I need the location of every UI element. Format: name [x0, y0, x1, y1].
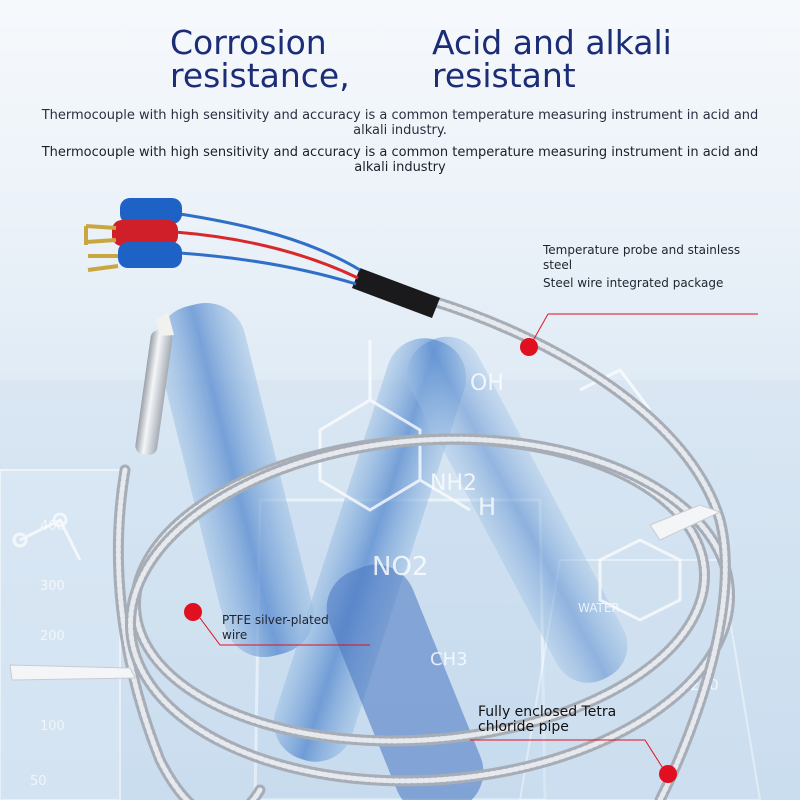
test-tube-4: [326, 564, 484, 800]
beaker-left: [0, 469, 121, 800]
callout-dot: [659, 765, 677, 783]
chem-formula-sketch: NO2 NH2 H CH3 OH: [372, 371, 504, 670]
chem-label: NO2: [372, 552, 428, 582]
subtitle-primary: Thermocouple with high sensitivity and a…: [41, 108, 759, 138]
chem-label: OH: [470, 371, 504, 396]
label-probe-steel: Temperature probe and stainless steel: [543, 243, 740, 273]
thermocouple-product: [9, 198, 736, 800]
chem-label: NH2: [430, 471, 477, 496]
scale-mark: 50: [30, 774, 47, 789]
cable-tie: [9, 504, 722, 681]
scale-mark: 300: [40, 579, 65, 594]
label-line: steel: [543, 258, 573, 272]
braided-cable: [112, 294, 736, 800]
callout-probe: [520, 313, 758, 356]
headline-line: Corrosion: [170, 23, 327, 62]
subtitle-secondary: Thermocouple with high sensitivity and a…: [41, 145, 759, 175]
headline-line: resistant: [432, 56, 576, 95]
label-line: chloride pipe: [478, 719, 569, 735]
scale-mark: 200: [40, 629, 65, 644]
scale-mark: 400: [40, 519, 65, 534]
chem-label: CH3: [430, 649, 468, 670]
headline-corrosion: Corrosion resistance,: [170, 26, 350, 92]
label-ptfe-wire: PTFE silver-plated wire: [222, 613, 329, 643]
label-line: wire: [222, 628, 248, 642]
label-tetra-pipe: Fully enclosed Tetra chloride pipe: [478, 705, 616, 735]
beaker-scale-left: 400 300 200 100 50: [30, 519, 65, 789]
headline-line: Acid and alkali: [432, 23, 672, 62]
label-steel-wire: Steel wire integrated package: [543, 276, 724, 290]
scale-mark: 100: [40, 719, 65, 734]
callout-tetra: [470, 739, 677, 783]
scale-mark: WATER: [578, 601, 620, 615]
label-line: PTFE silver-plated: [222, 613, 329, 627]
lead-wires: [174, 212, 361, 286]
probe-tip: [135, 312, 174, 455]
heat-shrink-joint: [352, 268, 440, 318]
callout-ptfe: [184, 603, 370, 646]
label-line: Temperature probe and stainless: [543, 243, 741, 257]
molecule-sketch: [12, 340, 682, 622]
test-tube-3: [407, 336, 628, 683]
headline-acid-alkali: Acid and alkali resistant: [432, 26, 672, 92]
headline-line: resistance,: [170, 56, 350, 95]
chem-label: H: [478, 493, 496, 521]
label-line: Fully enclosed Tetra: [478, 704, 617, 720]
spade-terminals: [84, 198, 182, 272]
callout-dot: [520, 338, 538, 356]
callout-dot: [184, 603, 202, 621]
